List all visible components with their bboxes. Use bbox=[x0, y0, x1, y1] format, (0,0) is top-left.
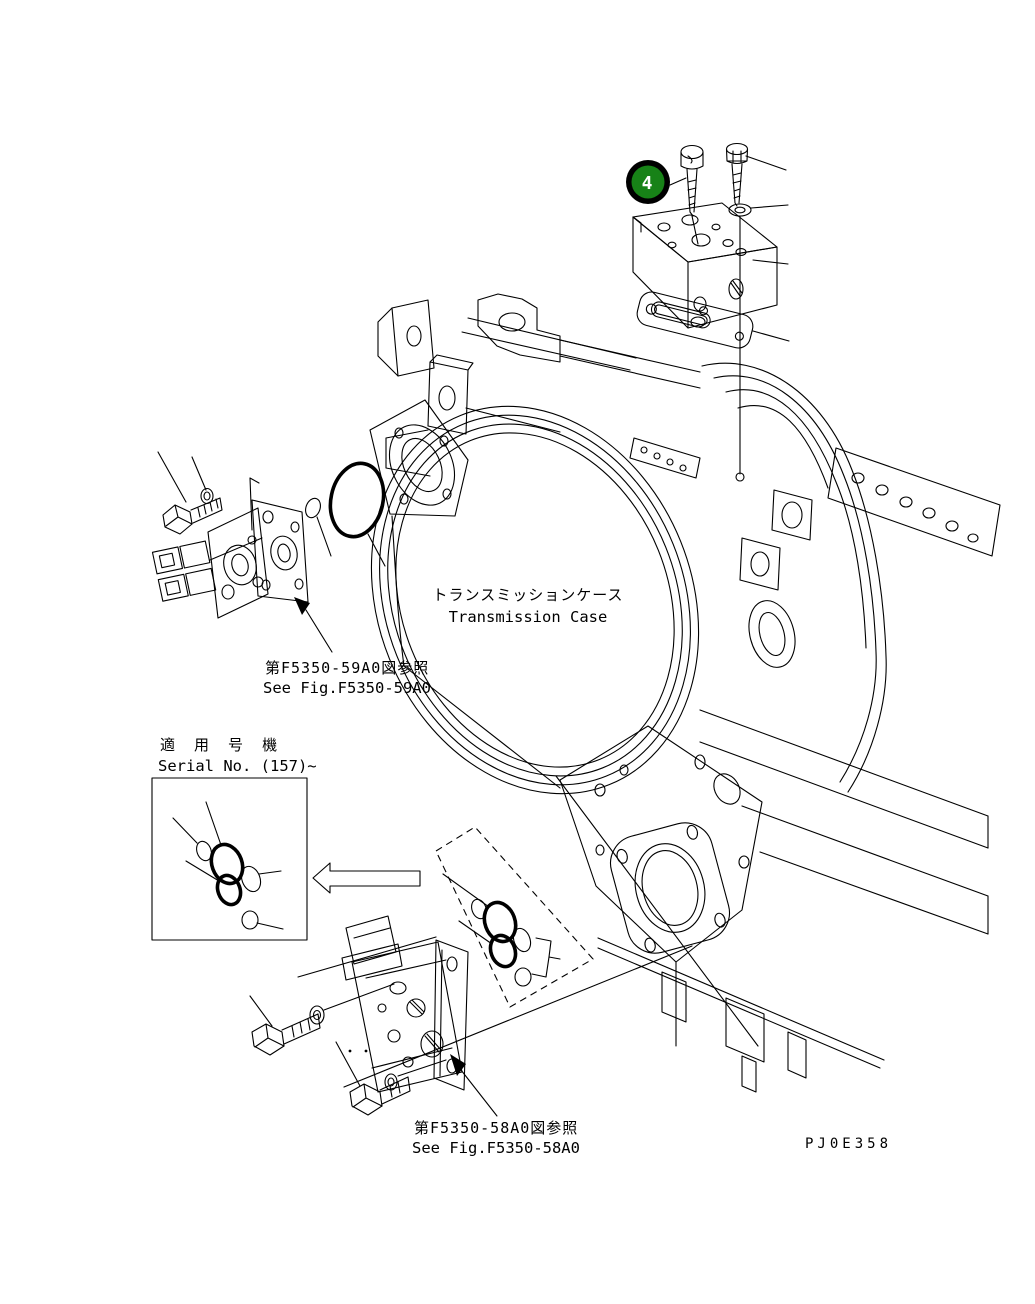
drawing-code: PJ0E358 bbox=[805, 1136, 892, 1152]
front-flange bbox=[370, 400, 560, 788]
case-top-structure bbox=[378, 294, 700, 476]
left-arrow bbox=[313, 863, 420, 893]
badge-leader-line bbox=[670, 178, 686, 185]
bolt-58a0-lower bbox=[350, 1077, 410, 1115]
label-transmission-case-en: Transmission Case bbox=[449, 608, 608, 626]
oring-sm-a bbox=[469, 897, 489, 921]
label-ref-59a0-en: See Fig.F5350-59A0 bbox=[263, 679, 431, 697]
oring-thick-1 bbox=[206, 840, 248, 888]
valve-block-assembly: 4 bbox=[626, 144, 789, 482]
label-transmission-case-jp: トランスミッションケース bbox=[433, 586, 624, 604]
clip-bracket bbox=[532, 938, 560, 977]
serial-detail: 適 用 号 機 Serial No. (157)~ bbox=[152, 736, 420, 940]
label-ref-59a0-jp: 第F5350-59A0図参照 bbox=[265, 659, 429, 677]
dashed-region bbox=[436, 827, 593, 1007]
pump-58a0-assembly: 第F5350-58A0図参照 See Fig.F5350-58A0 bbox=[250, 916, 692, 1157]
arrowhead-58a0 bbox=[450, 1054, 466, 1076]
label-ref-58a0-en: See Fig.F5350-58A0 bbox=[412, 1139, 580, 1157]
case-main-opening bbox=[315, 357, 755, 844]
badge-circle bbox=[631, 165, 665, 199]
arrowhead-59a0 bbox=[294, 597, 310, 615]
bottom-flange bbox=[560, 726, 762, 1046]
label-ref-58a0-jp: 第F5350-58A0図参照 bbox=[414, 1119, 578, 1137]
oring-sm-c bbox=[515, 968, 531, 986]
washer-58a0-upper bbox=[310, 1006, 324, 1024]
dot bbox=[364, 1049, 368, 1053]
part-badge-4[interactable]: 4 bbox=[626, 160, 670, 204]
leader-lines bbox=[158, 452, 206, 502]
serial-detail-box bbox=[152, 778, 307, 940]
bolt1-leader bbox=[250, 996, 272, 1026]
arrow-leader-58a0 bbox=[461, 1070, 497, 1116]
pump-58a0 bbox=[342, 916, 468, 1092]
oring-sm-b bbox=[510, 926, 533, 954]
pump-59a0-assembly: 第F5350-59A0図参照 See Fig.F5350-59A0 bbox=[152, 452, 431, 697]
plug-leader-line bbox=[317, 517, 331, 556]
oring-small-1 bbox=[194, 839, 214, 863]
gasket bbox=[635, 289, 756, 350]
washer-leader-line bbox=[751, 205, 788, 208]
pump-59a0 bbox=[152, 478, 308, 618]
drilled-pad-center bbox=[630, 438, 700, 478]
washer-59a0 bbox=[201, 489, 213, 504]
oring-small-3 bbox=[242, 911, 258, 929]
oring-large bbox=[324, 458, 390, 541]
valve-block bbox=[633, 203, 788, 328]
oring-thick-2 bbox=[214, 872, 245, 908]
drilled-pad-right bbox=[828, 448, 1000, 556]
case-bosses bbox=[740, 490, 812, 673]
washer-58a0-lower bbox=[385, 1074, 397, 1090]
region-leader-lines bbox=[443, 874, 492, 944]
bolt-58a0-upper bbox=[252, 1014, 320, 1055]
case-tap-hole bbox=[736, 473, 744, 481]
label-serial-en: Serial No. (157)~ bbox=[158, 757, 317, 775]
label-serial-jp: 適 用 号 機 bbox=[160, 736, 282, 754]
bolt-hex bbox=[727, 144, 787, 207]
bolt-socket-head bbox=[681, 146, 703, 245]
gasket-leader-line bbox=[753, 331, 789, 341]
dashed-outline bbox=[436, 827, 593, 1007]
dot bbox=[348, 1049, 352, 1053]
bolt2-leader bbox=[336, 1042, 360, 1086]
arrow-leader-59a0 bbox=[306, 610, 332, 652]
oring-small-2 bbox=[238, 864, 264, 895]
oring-lg-a bbox=[479, 898, 521, 946]
construction-lines bbox=[298, 937, 692, 1087]
bolt-leader-line bbox=[746, 156, 786, 170]
washer-top bbox=[729, 204, 788, 216]
case-bottom-teeth bbox=[662, 972, 806, 1092]
case-lower-rails bbox=[556, 710, 988, 1068]
case-arch-ribs bbox=[702, 363, 886, 792]
plug-pin bbox=[303, 496, 323, 520]
detail-leader-lines bbox=[173, 802, 283, 929]
oring-leader-line bbox=[368, 534, 385, 566]
badge-number: 4 bbox=[642, 173, 653, 194]
bolt2-axis bbox=[398, 1060, 446, 1076]
block-leader-line bbox=[753, 260, 788, 264]
oring-lg-b bbox=[486, 932, 519, 970]
bolt1-axis bbox=[324, 984, 394, 1010]
transmission-case: トランスミッションケース Transmission Case bbox=[315, 294, 1000, 1092]
bolt-59a0 bbox=[163, 498, 222, 534]
